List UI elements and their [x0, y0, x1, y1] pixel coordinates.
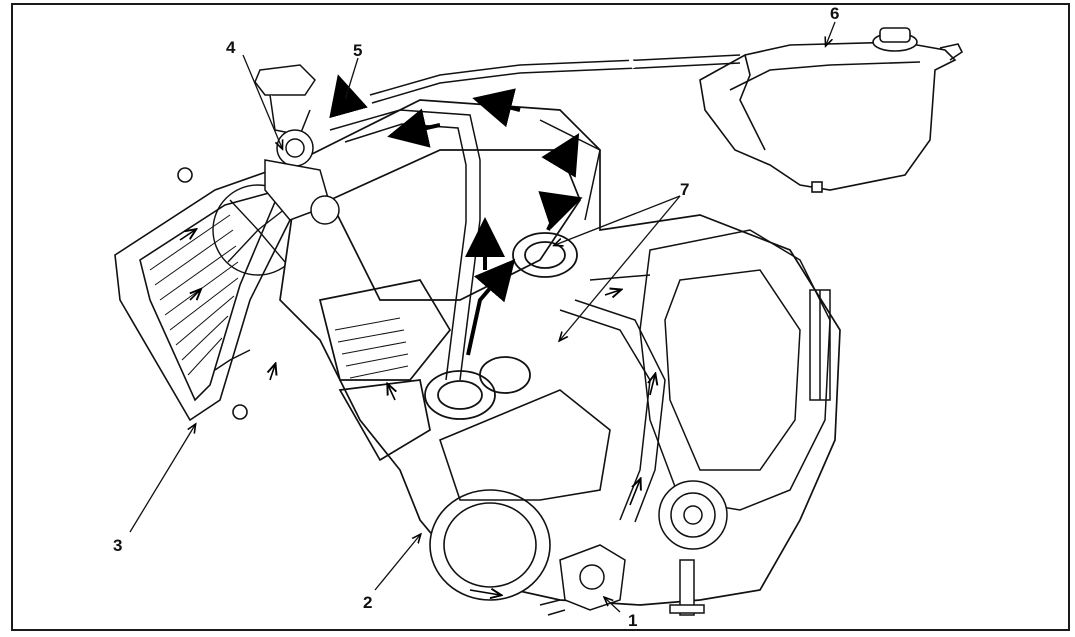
- callout-4-thermostat: 4: [226, 38, 236, 57]
- coolant-flow-arrows: [329, 74, 583, 356]
- callout-5-radiator-cap: 5: [353, 41, 363, 60]
- callout-leaders: [129, 21, 836, 613]
- callout-1-water-pump: 1: [628, 611, 638, 630]
- callout-7-thermostats: 7: [680, 180, 690, 199]
- callout-6-reserve-tank: 6: [830, 4, 840, 23]
- left-crankcase-cover: [429, 389, 611, 601]
- thermostat-housing: [254, 64, 340, 225]
- transmission-case: [639, 229, 831, 511]
- callout-3-radiator: 3: [113, 536, 123, 555]
- reserve-tank: [699, 27, 964, 193]
- callout-2-crankcase-cover: 2: [363, 593, 373, 612]
- water-pump: [539, 544, 626, 616]
- engine-block: [279, 99, 841, 606]
- coolant-flow-arrows-secondary: [179, 230, 655, 595]
- overflow-hose: [369, 51, 741, 104]
- thermostat-group: [424, 232, 578, 420]
- cylinder-fins: [334, 317, 409, 379]
- drive-sprocket: [658, 480, 728, 616]
